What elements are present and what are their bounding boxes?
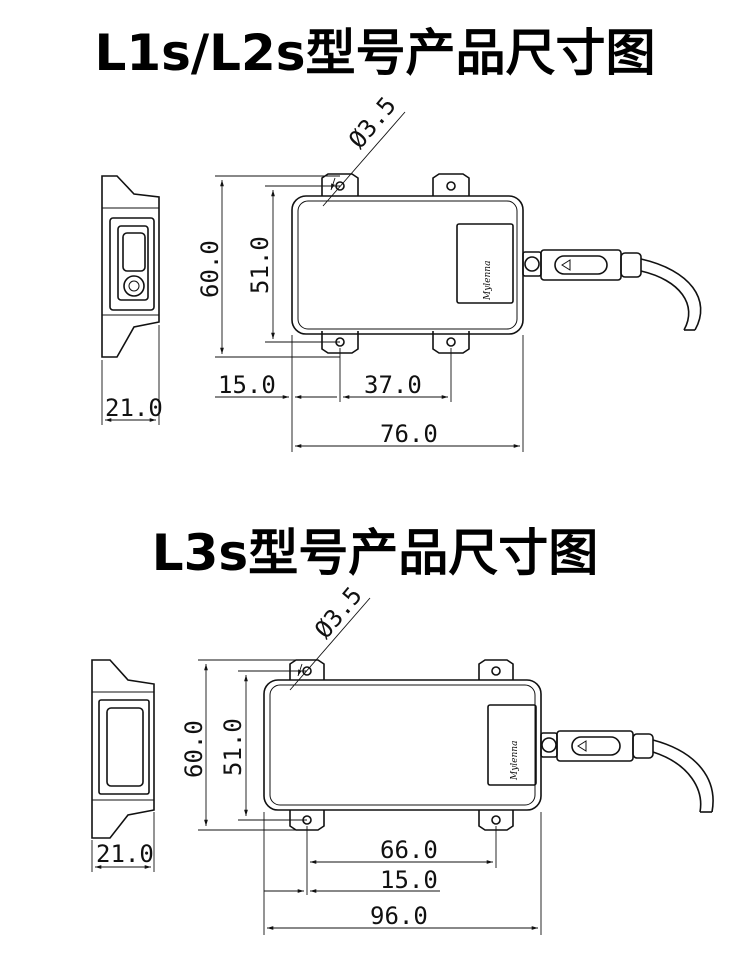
dim-1-depth: 21.0: [105, 394, 163, 422]
dimensions-1: Ø3.5 60.0 51.0 15.0 37.0 76.0: [101, 92, 524, 452]
dim-1-height-total: 60.0: [196, 240, 224, 298]
side-view-1: [101, 175, 160, 358]
dim-1-width-total: 76.0: [380, 420, 438, 448]
dim-2-height-holes: 51.0: [219, 718, 247, 776]
dim-1-height-holes: 51.0: [246, 236, 274, 294]
front-view-2: Mylenna: [263, 659, 714, 831]
dim-2-depth: 21.0: [96, 840, 154, 868]
dim-2-height-total: 60.0: [180, 720, 208, 778]
dim-1-hole-offset: 15.0: [218, 371, 276, 399]
logo-text-2: Mylenna: [510, 741, 520, 781]
section-1-title: L1s/L2s型号产品尺寸图: [94, 24, 656, 82]
dim-2-width-total: 96.0: [370, 902, 428, 930]
dim-2-hole-offset: 15.0: [380, 866, 438, 894]
front-view-1: Mylenna: [291, 173, 702, 354]
dim-1-hole-spacing: 37.0: [364, 371, 422, 399]
side-view-2: [91, 659, 155, 839]
dimensions-2: Ø3.5 60.0 51.0 66.0 15.0 96.0: [91, 582, 542, 935]
logo-text-1: Mylenna: [483, 261, 493, 301]
dim-1-hole-diameter: Ø3.5: [343, 92, 402, 154]
section-2-title: L3s型号产品尺寸图: [151, 524, 599, 582]
dim-2-hole-spacing: 66.0: [380, 836, 438, 864]
